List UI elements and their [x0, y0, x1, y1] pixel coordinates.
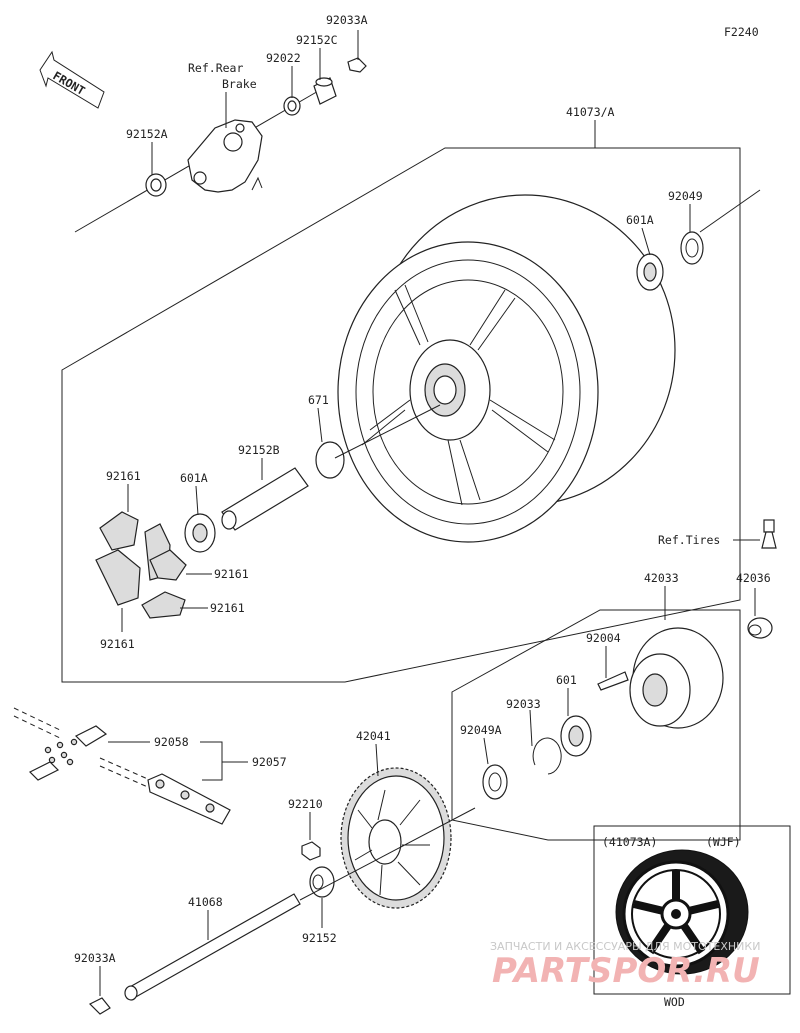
label-42033: 42033 [644, 571, 679, 585]
washer-92022 [283, 96, 301, 116]
clip-92033a-top [347, 57, 367, 73]
label-92161-c: 92161 [210, 601, 245, 615]
label-92058: 92058 [154, 735, 189, 749]
label-92161-a: 92161 [106, 469, 141, 483]
rear-wheel [337, 194, 676, 543]
label-92033: 92033 [506, 697, 541, 711]
seal-92049a [482, 764, 508, 800]
wheel-group-outline [61, 147, 741, 683]
label-92152a: 92152A [126, 127, 168, 141]
circlip-92033 [532, 737, 562, 775]
figure-code: F2240 [724, 25, 759, 39]
brake-bracket [187, 119, 263, 193]
ref-rear-brake-line2: Brake [222, 77, 257, 91]
label-601a-left: 601A [180, 471, 208, 485]
stud-92004 [597, 671, 629, 691]
watermark-line1: ЗАПЧАСТИ И АКСЕССУАРЫ ДЛЯ МОТОТЕХНИКИ [490, 940, 760, 953]
label-92033a-bottom: 92033A [74, 951, 116, 965]
label-601a-right: 601A [626, 213, 654, 227]
front-label: FRONT [51, 68, 88, 97]
label-92033a-top: 92033A [326, 13, 368, 27]
hub-coupling-42033 [629, 627, 724, 729]
ref-rear-brake-line1: Ref.Rear [188, 61, 243, 75]
damper-92161-group [95, 511, 187, 619]
valve-stem [761, 519, 777, 549]
bearing-601a-left [184, 513, 216, 553]
watermark-logo: ЗАПЧАСТИ И АКСЕССУАРЫ ДЛЯ МОТОТЕХНИКИ PA… [490, 940, 760, 991]
label-92057: 92057 [252, 755, 287, 769]
sprocket-42041 [340, 767, 452, 909]
label-92049a: 92049A [460, 723, 502, 737]
collar-42036 [747, 617, 773, 639]
label-92022: 92022 [266, 51, 301, 65]
label-92161-d: 92161 [100, 637, 135, 651]
front-arrow-icon: FRONT [39, 50, 105, 109]
ref-tires-label: Ref.Tires [658, 533, 720, 547]
label-41068: 41068 [188, 895, 223, 909]
label-42036: 42036 [736, 571, 771, 585]
watermark-line2: PARTSPOR.RU [492, 951, 760, 991]
seal-92049 [680, 231, 704, 265]
label-92152: 92152 [302, 931, 337, 945]
collar-92152c [313, 77, 337, 105]
label-92152c: 92152C [296, 33, 338, 47]
collar-92152a [145, 173, 167, 197]
inset-code-left: (41073A) [602, 835, 657, 849]
label-92004: 92004 [586, 631, 621, 645]
clip-92033a-bottom [88, 997, 111, 1015]
bearing-601a-right [636, 253, 664, 291]
inset-caption: WOD [664, 995, 685, 1009]
leader-lines [99, 30, 756, 996]
spacer-92152b [221, 467, 309, 531]
label-42041: 42041 [356, 729, 391, 743]
axle-41068 [124, 807, 476, 1001]
nut-92210 [301, 841, 321, 861]
wod-wheel-inset: (41073A) (WJF) WOD [593, 825, 791, 1009]
inset-code-right: (WJF) [706, 835, 741, 849]
label-671: 671 [308, 393, 329, 407]
label-601: 601 [556, 673, 577, 687]
label-92152b: 92152B [238, 443, 280, 457]
bearing-601 [560, 715, 592, 757]
drive-chain [13, 707, 231, 825]
label-41073a: 41073/A [566, 105, 615, 119]
label-92049: 92049 [668, 189, 703, 203]
label-92161-b: 92161 [214, 567, 249, 581]
label-92210: 92210 [288, 797, 323, 811]
o-ring-671 [315, 441, 345, 479]
